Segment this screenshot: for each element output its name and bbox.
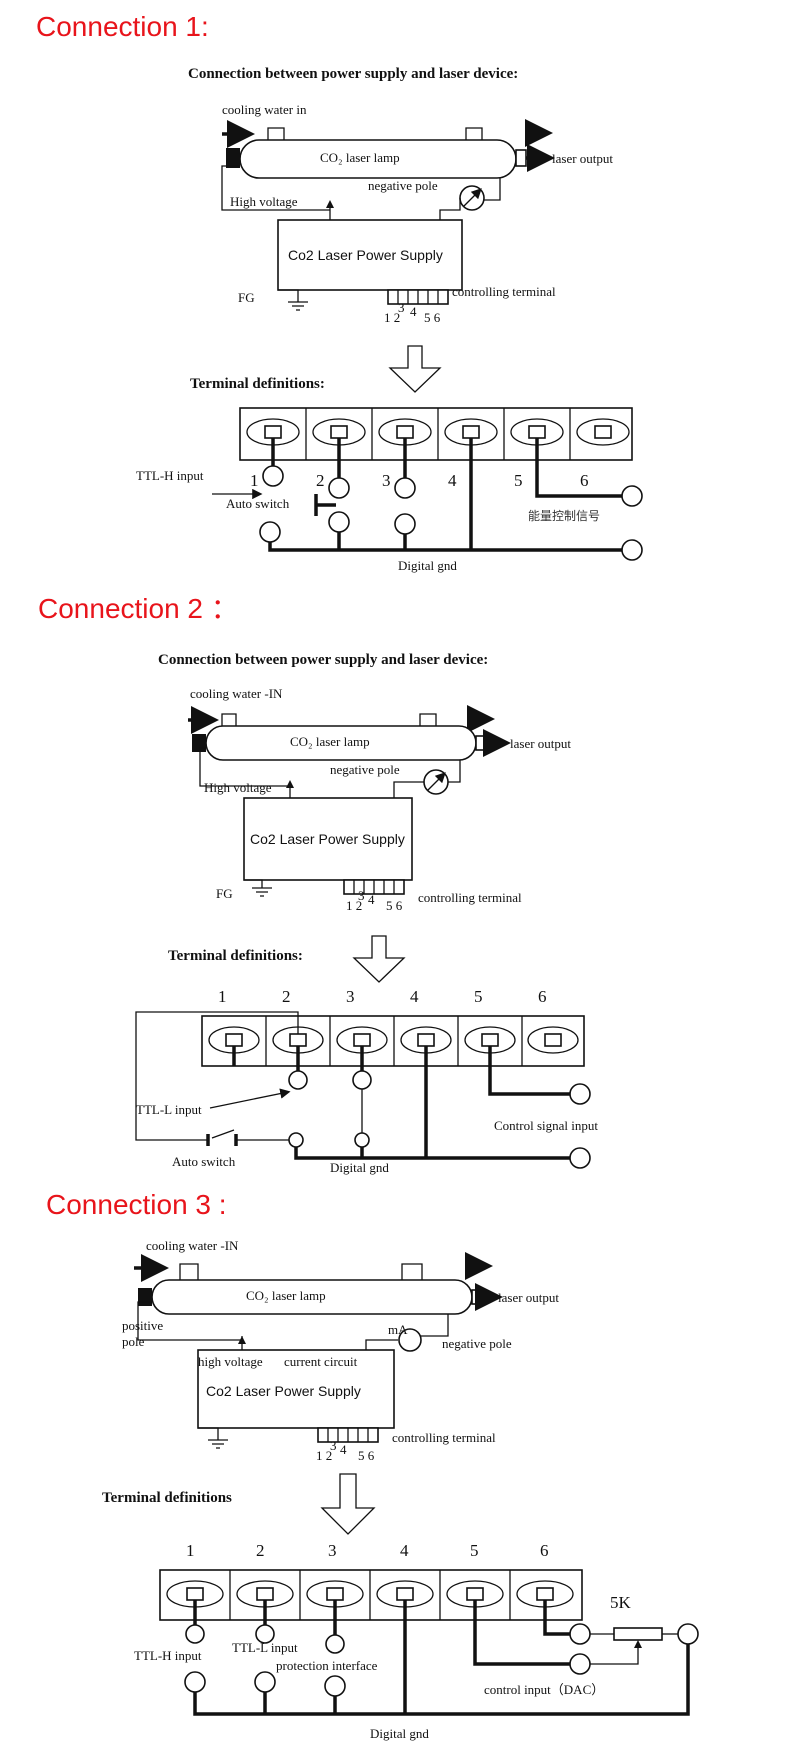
control-input-dac-label: control input（DAC） — [484, 1682, 604, 1697]
laser-output-label: laser output — [510, 736, 571, 751]
negative-pole-label: negative pole — [368, 178, 438, 193]
cooling-water-label: cooling water -IN — [190, 686, 283, 701]
negative-pole-label: negative pole — [330, 762, 400, 777]
lamp-label: CO₂ laser lamp — [320, 150, 400, 165]
terminal-block-1 — [239, 407, 633, 461]
section-1: Connection 1: Connection between power s… — [36, 11, 643, 573]
milliamp-label: mA — [388, 1322, 408, 1337]
digital-gnd-label: Digital gnd — [370, 1726, 429, 1741]
section-1-heading: Connection 1: — [36, 11, 209, 42]
positive-pole-label-2: pole — [122, 1334, 145, 1349]
terminal-strip-2: 1 2 3 4 5 6 controlling terminal — [343, 879, 522, 913]
terminal-definitions-title: Terminal definitions: — [190, 376, 325, 392]
section-3-heading: Connection 3 : — [46, 1189, 227, 1220]
ttl-h-input-label: TTL-H input — [136, 468, 204, 483]
svg-text:5 6: 5 6 — [424, 310, 441, 325]
fg-label: FG — [238, 290, 255, 305]
terminal-block-2 — [201, 1015, 585, 1067]
power-supply-box — [197, 1349, 395, 1429]
svg-text:1: 1 — [186, 1541, 195, 1560]
terminal-block-3 — [159, 1569, 583, 1621]
section-2: Connection 2 ： Connection between power … — [38, 593, 598, 1175]
terminal-strip-1: 1 2 3 4 5 6 controlling terminal — [384, 284, 556, 325]
fg-label: FG — [216, 886, 233, 901]
svg-text:1: 1 — [218, 987, 227, 1006]
ttl-l-input-label: TTL-L input — [136, 1102, 202, 1117]
laser-tube-1: cooling water in CO₂ laser lamp laser ou… — [222, 102, 613, 179]
controlling-terminal-label: controlling terminal — [452, 284, 556, 299]
laser-output-label: laser output — [498, 1290, 559, 1305]
lamp-label: CO₂ laser lamp — [246, 1288, 326, 1303]
laser-output-label: laser output — [552, 151, 613, 166]
svg-text:2: 2 — [282, 987, 291, 1006]
negative-pole-label: negative pole — [442, 1336, 512, 1351]
svg-text:1 2: 1 2 — [316, 1448, 332, 1463]
svg-text:3: 3 — [346, 987, 355, 1006]
svg-text:4: 4 — [448, 471, 457, 490]
svg-text:3: 3 — [330, 1438, 337, 1453]
svg-text:1 2: 1 2 — [346, 898, 362, 913]
svg-text:6: 6 — [538, 987, 547, 1006]
high-voltage-label: High voltage — [230, 194, 298, 209]
high-voltage-label: High voltage — [204, 780, 272, 795]
terminal-definitions-title: Terminal definitions: — [168, 948, 303, 964]
svg-text:3: 3 — [358, 888, 365, 903]
potentiometer-label: 5K — [610, 1593, 632, 1612]
current-circuit-label: current circuit — [284, 1354, 358, 1369]
protection-interface-label: protection interface — [276, 1658, 378, 1673]
digital-gnd-label: Digital gnd — [398, 558, 457, 573]
svg-text:3: 3 — [382, 471, 391, 490]
power-supply-box — [277, 219, 463, 291]
terminal-strip-3: 1 2 3 4 5 6 controlling terminal — [316, 1427, 496, 1463]
auto-switch-label: Auto switch — [226, 496, 290, 511]
section-2-title: Connection between power supply and lase… — [158, 652, 488, 668]
svg-text:2: 2 — [316, 471, 325, 490]
section-1-title: Connection between power supply and lase… — [188, 66, 518, 82]
power-supply-label: Co2 Laser Power Supply — [206, 1383, 361, 1399]
high-voltage-label: high voltage — [198, 1354, 263, 1369]
svg-text:6: 6 — [580, 471, 589, 490]
ttl-h-input-label: TTL-H input — [134, 1648, 202, 1663]
digital-gnd-label: Digital gnd — [330, 1160, 389, 1175]
cooling-water-label: cooling water in — [222, 102, 307, 117]
control-signal-input-label: Control signal input — [494, 1118, 598, 1133]
section-2-heading: Connection 2 ： — [38, 593, 239, 624]
laser-tube-3: cooling water -IN CO₂ laser lamp laser o… — [134, 1238, 559, 1315]
svg-text:4: 4 — [400, 1541, 409, 1560]
controlling-terminal-label: controlling terminal — [392, 1430, 496, 1445]
power-supply-label: Co2 Laser Power Supply — [288, 247, 443, 263]
positive-pole-label: positive — [122, 1318, 163, 1333]
laser-tube-2: cooling water -IN CO₂ laser lamp laser o… — [188, 686, 571, 761]
svg-text:5 6: 5 6 — [358, 1448, 375, 1463]
energy-control-signal-label: 能量控制信号 — [528, 509, 600, 523]
svg-text:6: 6 — [540, 1541, 549, 1560]
ttl-l-input-label: TTL-L input — [232, 1640, 298, 1655]
lamp-label: CO₂ laser lamp — [290, 734, 370, 749]
svg-text:3: 3 — [398, 300, 405, 315]
svg-text:1: 1 — [250, 471, 259, 490]
svg-text:4: 4 — [410, 304, 417, 319]
svg-text:5 6: 5 6 — [386, 898, 403, 913]
svg-text:2: 2 — [256, 1541, 265, 1560]
svg-text:4: 4 — [340, 1442, 347, 1457]
cooling-water-label: cooling water -IN — [146, 1238, 239, 1253]
svg-text:5: 5 — [514, 471, 523, 490]
svg-text:4: 4 — [410, 987, 419, 1006]
svg-text:4: 4 — [368, 892, 375, 907]
power-supply-box — [243, 797, 413, 881]
section-3: Connection 3 : cooling water -IN CO₂ las… — [46, 1189, 699, 1741]
terminal-definitions-title: Terminal definitions — [102, 1490, 232, 1506]
svg-text:5: 5 — [470, 1541, 479, 1560]
svg-text:5: 5 — [474, 987, 483, 1006]
svg-text:1 2: 1 2 — [384, 310, 400, 325]
controlling-terminal-label: controlling terminal — [418, 890, 522, 905]
power-supply-label: Co2 Laser Power Supply — [250, 831, 405, 847]
auto-switch-label: Auto switch — [172, 1154, 236, 1169]
svg-text:3: 3 — [328, 1541, 337, 1560]
